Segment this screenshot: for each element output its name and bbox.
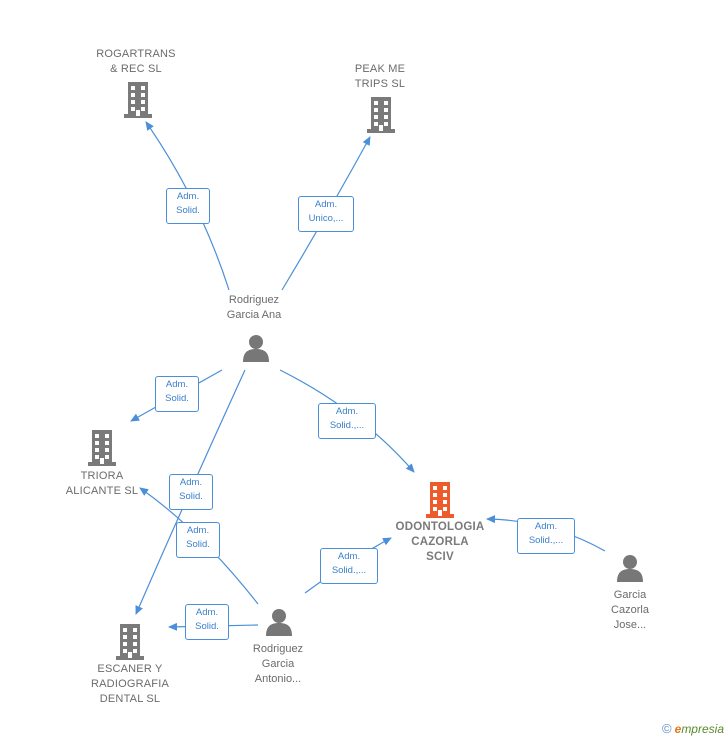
edge-label-antonio-odontologia[interactable]: Adm. Solid.,... <box>320 548 378 584</box>
person-icon <box>617 555 643 582</box>
person-label-jose: Garcia Cazorla Jose... <box>611 589 649 631</box>
person-label-antonio: Rodriguez Garcia Antonio... <box>252 643 304 685</box>
empresia-watermark: ©empresia <box>662 721 724 736</box>
building-icon <box>426 482 454 518</box>
edge-label-ana-rogartrans[interactable]: Adm. Solid. <box>166 188 210 224</box>
edge-label-jose-odontologia[interactable]: Adm. Solid.,... <box>517 518 575 554</box>
edge-label-ana-odontologia[interactable]: Adm. Solid.,... <box>318 403 376 439</box>
edge-label-antonio-escaner[interactable]: Adm. Solid. <box>185 604 229 640</box>
building-icon <box>124 82 152 118</box>
brand-logo: empresia <box>674 722 724 736</box>
edge-label-antonio-triora[interactable]: Adm. Solid. <box>176 522 220 558</box>
company-label-peak: PEAK ME TRIPS SL <box>354 63 406 90</box>
copyright-icon: © <box>662 721 672 736</box>
company-label-triora: TRIORA ALICANTE SL <box>65 470 139 497</box>
building-icon <box>116 624 144 660</box>
building-icon <box>88 430 116 466</box>
person-label-ana: Rodriguez Garcia Ana <box>226 294 282 321</box>
edge-label-ana-escaner[interactable]: Adm. Solid. <box>169 474 213 510</box>
company-label-rogartrans: ROGARTRANS & REC SL <box>96 48 176 75</box>
company-label-escaner: ESCANER Y RADIOGRAFIA DENTAL SL <box>91 663 169 705</box>
building-icon <box>367 97 395 133</box>
person-icon <box>243 335 269 362</box>
edge-label-ana-peak[interactable]: Adm. Unico,... <box>298 196 354 232</box>
person-icon <box>266 609 292 636</box>
company-label-odontologia: ODONTOLOGIA CAZORLA SCIV <box>395 521 485 563</box>
edge-label-ana-triora[interactable]: Adm. Solid. <box>155 376 199 412</box>
